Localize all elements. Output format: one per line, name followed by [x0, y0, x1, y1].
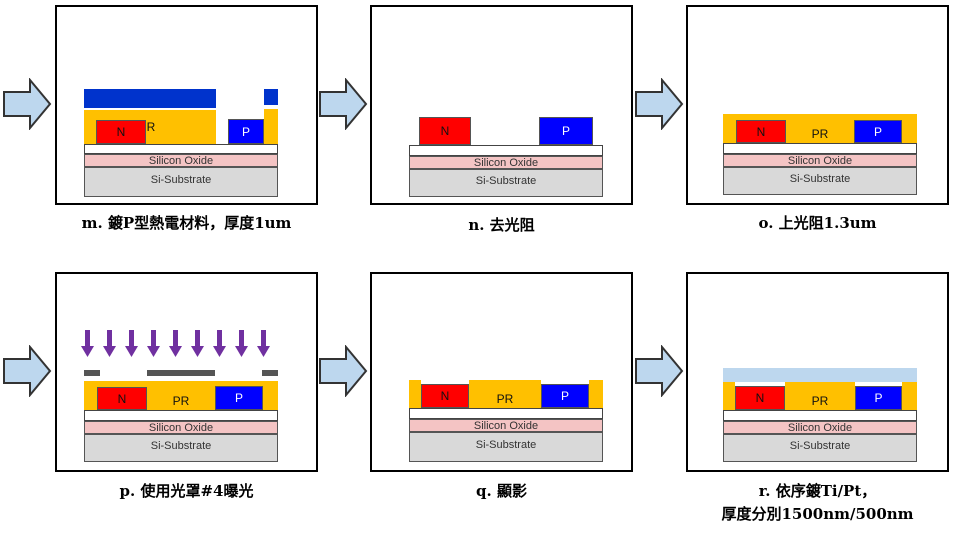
silicon-oxide: Silicon Oxide [84, 154, 278, 167]
flow-arrow-icon [3, 345, 52, 397]
caption-m: m. 鍍P型熱電材料，厚度1um [81, 214, 292, 232]
panel-q: Si-Substrate Silicon Oxide PR N P [370, 272, 633, 472]
n-block: N [421, 384, 469, 408]
oxide-label: Silicon Oxide [148, 422, 214, 434]
silicon-oxide: Silicon Oxide [409, 156, 603, 169]
uv-arrow-icon [81, 330, 94, 357]
substrate-label: Si-Substrate [475, 439, 537, 451]
pr-label: PR [496, 392, 514, 406]
flow-arrow-icon [3, 78, 52, 130]
ti-pt-layer [723, 368, 917, 382]
uv-arrow-icon [147, 330, 160, 357]
thin-film [723, 143, 917, 154]
n-block: N [735, 386, 785, 410]
oxide-label: Silicon Oxide [473, 157, 539, 169]
oxide-label: Silicon Oxide [787, 155, 853, 167]
photoresist [469, 380, 541, 408]
pr-label: PR [811, 127, 829, 141]
p-material-film [264, 89, 278, 105]
n-block: N [96, 120, 146, 144]
panel-r: Si-Substrate Silicon Oxide PR N P [686, 272, 949, 472]
si-substrate: Si-Substrate [84, 167, 278, 197]
oxide-label: Silicon Oxide [787, 422, 853, 434]
oxide-label: Silicon Oxide [473, 420, 539, 432]
flow-arrow-icon [319, 78, 368, 130]
flow-arrow-icon [635, 345, 684, 397]
si-substrate: Si-Substrate [409, 169, 603, 197]
n-block: N [419, 117, 471, 145]
silicon-oxide: Silicon Oxide [409, 419, 603, 432]
thin-film [84, 410, 278, 421]
panel-p: Si-Substrate Silicon Oxide PR N P [55, 272, 318, 472]
uv-light-arrows-icon [81, 330, 270, 357]
pr-label: PR [811, 394, 829, 408]
silicon-oxide: Silicon Oxide [723, 154, 917, 167]
uv-arrow-icon [125, 330, 138, 357]
panel-m: Si-Substrate Silicon Oxide PR N P [55, 5, 318, 205]
photoresist [785, 382, 855, 410]
photoresist [902, 382, 917, 410]
substrate-label: Si-Substrate [475, 175, 537, 187]
substrate-label: Si-Substrate [789, 173, 851, 185]
n-block: N [736, 120, 786, 143]
photomask-segment [262, 370, 278, 376]
p-block: P [215, 386, 263, 410]
flow-arrow-icon [319, 345, 368, 397]
pr-label: PR [172, 394, 190, 408]
thin-film [409, 408, 603, 419]
si-substrate: Si-Substrate [84, 434, 278, 462]
p-material-film [84, 89, 216, 108]
panel-n: Si-Substrate Silicon Oxide N P [370, 5, 633, 205]
uv-arrow-icon [103, 330, 116, 357]
silicon-oxide: Silicon Oxide [84, 421, 278, 434]
caption-n: n. 去光阻 [468, 216, 535, 234]
uv-arrow-icon [213, 330, 226, 357]
caption-o: o. 上光阻1.3um [758, 214, 877, 232]
uv-arrow-icon [191, 330, 204, 357]
substrate-label: Si-Substrate [150, 440, 212, 452]
oxide-label: Silicon Oxide [148, 155, 214, 167]
photoresist [409, 380, 421, 408]
uv-arrow-icon [169, 330, 182, 357]
p-block: P [539, 117, 593, 145]
photoresist [589, 380, 603, 408]
thin-film [409, 145, 603, 156]
p-block: P [228, 119, 264, 144]
si-substrate: Si-Substrate [723, 434, 917, 462]
thin-film [84, 144, 278, 154]
uv-arrow-icon [235, 330, 248, 357]
substrate-label: Si-Substrate [789, 440, 851, 452]
caption-p: p. 使用光罩#4曝光 [119, 482, 254, 500]
si-substrate: Si-Substrate [409, 432, 603, 462]
thin-film [723, 410, 917, 421]
uv-arrow-icon [257, 330, 270, 357]
n-block: N [97, 387, 147, 410]
photomask-segment [84, 370, 100, 376]
photoresist-side [264, 109, 278, 144]
photomask-segment [147, 370, 215, 376]
substrate-label: Si-Substrate [150, 174, 212, 186]
p-block: P [854, 120, 902, 143]
flow-arrow-icon [635, 78, 684, 130]
panel-o: Si-Substrate Silicon Oxide PR N P [686, 5, 949, 205]
p-block: P [855, 386, 902, 410]
caption-q: q. 顯影 [476, 482, 527, 500]
photoresist [723, 382, 735, 410]
p-block: P [541, 384, 589, 408]
silicon-oxide: Silicon Oxide [723, 421, 917, 434]
si-substrate: Si-Substrate [723, 167, 917, 195]
caption-r-line1: r. 依序鍍Ti/Pt， [758, 482, 877, 500]
caption-r-line2: 厚度分別1500nm/500nm [721, 505, 914, 523]
